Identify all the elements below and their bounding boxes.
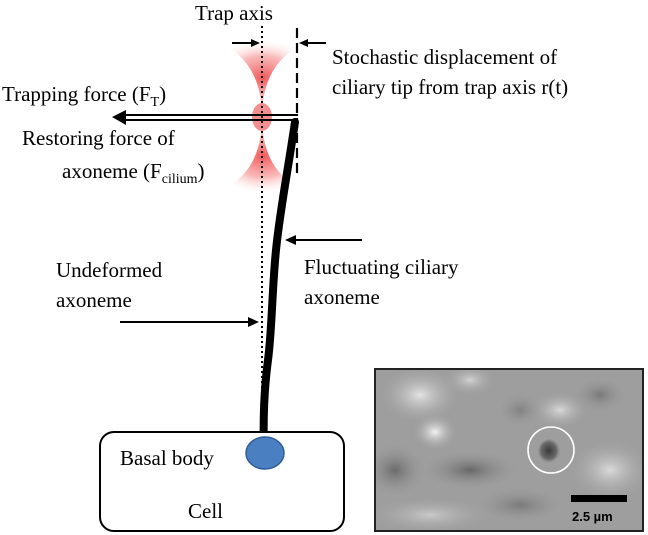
label-stochastic-1: Stochastic displacement of bbox=[332, 45, 557, 69]
label-fluctuating-2: axoneme bbox=[304, 285, 380, 309]
trapped-bead bbox=[538, 439, 562, 465]
label-trap-axis: Trap axis bbox=[195, 1, 273, 25]
label-undeformed-2: axoneme bbox=[56, 288, 132, 312]
label-restoring-2: axoneme (Fcilium) bbox=[62, 159, 205, 187]
displacement-arrowhead-right bbox=[299, 39, 308, 47]
label-undeformed-1: Undeformed bbox=[56, 258, 163, 282]
ciliary-axoneme bbox=[259, 118, 299, 454]
undeformed-arrowhead bbox=[248, 317, 259, 327]
trapping-force-arrowhead bbox=[112, 110, 126, 125]
label-trapping-force: Trapping force (FT) bbox=[2, 82, 166, 110]
fluctuating-arrowhead bbox=[285, 235, 296, 245]
label-cell: Cell bbox=[188, 499, 223, 523]
label-fluctuating-1: Fluctuating ciliary bbox=[304, 255, 459, 279]
label-restoring-1: Restoring force of bbox=[22, 126, 175, 150]
basal-body bbox=[245, 436, 285, 470]
label-stochastic-2: ciliary tip from trap axis r(t) bbox=[332, 75, 568, 99]
scale-bar-label: 2.5 µm bbox=[572, 509, 613, 524]
scale-bar bbox=[571, 495, 627, 502]
label-basal-body: Basal body bbox=[120, 446, 214, 470]
displacement-arrowhead-left bbox=[251, 39, 260, 47]
micrograph-inset: 2.5 µm bbox=[374, 368, 644, 532]
trap-circle-marker bbox=[527, 426, 575, 474]
